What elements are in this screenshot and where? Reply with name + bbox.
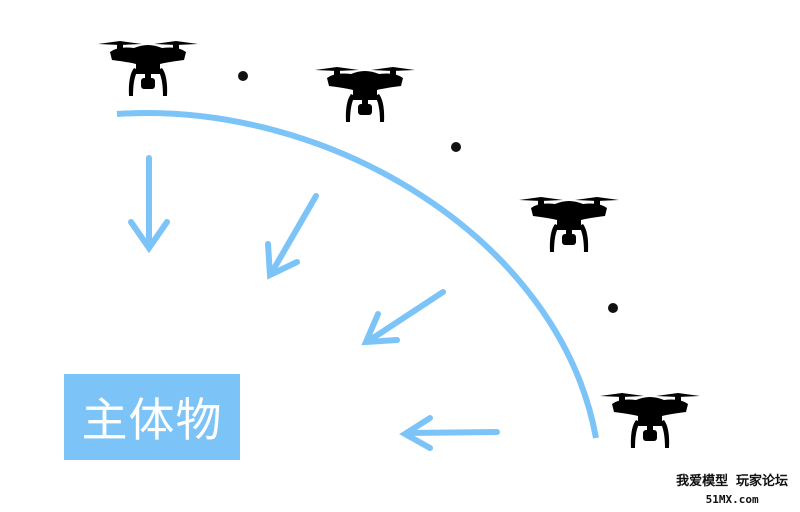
waypoint-dot-3: [608, 303, 618, 313]
drone-icon-1: [98, 41, 198, 96]
subject-label: 主体物: [81, 393, 223, 447]
subject-box: 主体物: [64, 374, 240, 460]
arrow-3: [361, 289, 446, 346]
drone-icon-4: [600, 393, 700, 448]
waypoint-dot-1: [238, 71, 248, 81]
arrow-4: [399, 415, 500, 451]
drone-icon-2: [315, 67, 415, 122]
arrow-1: [128, 155, 170, 254]
watermark: 我爱模型 玩家论坛 51MX.com: [676, 470, 788, 506]
watermark-line-2: 51MX.com: [705, 493, 759, 506]
approach-arc: [116, 110, 599, 439]
watermark-line-1: 我爱模型 玩家论坛: [676, 474, 788, 489]
arrow-2: [265, 193, 319, 280]
waypoint-dot-2: [451, 142, 461, 152]
drone-icon-3: [519, 197, 619, 252]
